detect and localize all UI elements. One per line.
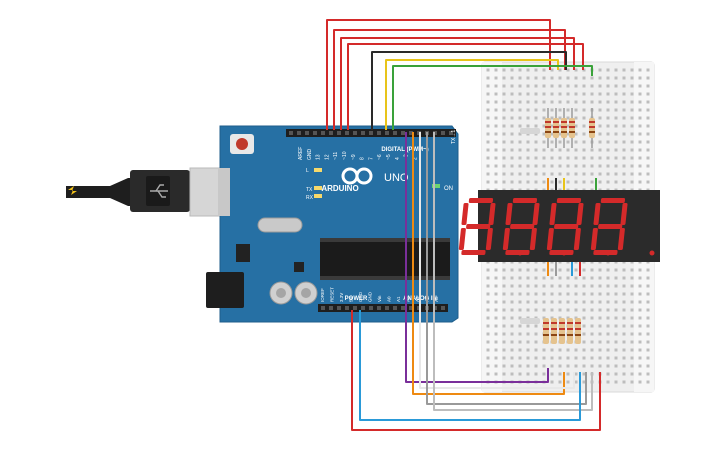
- arduino-uno-board[interactable]: ARDUINO UNO DIGITAL (PWM~) POWER ANALOG …: [206, 125, 459, 323]
- digital-pin-label: 12: [324, 154, 330, 160]
- analog-pin-label: 5V: [349, 296, 354, 302]
- resistor[interactable]: [561, 108, 567, 148]
- digital-pin-label: 4: [395, 157, 401, 160]
- digital-pin-label: 8: [360, 157, 366, 160]
- wire-red[interactable]: [340, 37, 575, 130]
- digit: [546, 198, 611, 256]
- digit: [458, 198, 523, 256]
- analog-pin-label: A2: [406, 296, 411, 302]
- resistor[interactable]: [567, 318, 573, 344]
- display-digits: [458, 198, 655, 256]
- digital-pin-label: 7: [368, 157, 374, 160]
- tx-led: [314, 186, 322, 190]
- rx-led: [314, 194, 322, 198]
- arduino-logo-icon: [341, 167, 373, 185]
- resistor[interactable]: [545, 108, 551, 148]
- analog-power-header[interactable]: [318, 304, 448, 312]
- analog-pin-label: GND: [368, 291, 373, 302]
- reset-button-cap[interactable]: [236, 138, 248, 150]
- wire-red[interactable]: [351, 310, 601, 431]
- arduino-brand: ARDUINO: [321, 184, 358, 193]
- atmega-chip: [320, 242, 450, 276]
- resistors-top[interactable]: [545, 108, 595, 148]
- wire-green[interactable]: [392, 65, 593, 130]
- digital-pin-label: ~5: [386, 154, 392, 160]
- usb-symbol-icon: [150, 184, 168, 198]
- analog-pin-label: GND: [358, 291, 363, 302]
- digital-pin-label: ~6: [377, 154, 383, 160]
- power-jack[interactable]: [206, 272, 244, 308]
- rx-label: RX: [306, 195, 314, 201]
- resistors-bottom[interactable]: [543, 318, 581, 344]
- resistor[interactable]: [575, 318, 581, 344]
- wire-gray[interactable]: [433, 132, 593, 411]
- power-label: POWER: [345, 296, 368, 302]
- resistor[interactable]: [559, 318, 565, 344]
- l-label: L: [306, 168, 309, 174]
- breadboard-notch: [520, 128, 540, 134]
- wire-orange[interactable]: [412, 132, 565, 395]
- digital-pin-label: 2: [412, 157, 418, 160]
- wire-white[interactable]: [419, 132, 575, 389]
- analog-pin-label: A0: [387, 296, 392, 302]
- voltage-regulator: [236, 244, 250, 262]
- wire-blue[interactable]: [359, 310, 581, 421]
- analog-pin-label: A5: [434, 296, 439, 302]
- usb-cable[interactable]: [66, 167, 231, 217]
- analog-pin-label: RESET: [330, 287, 335, 302]
- on-led: [432, 184, 440, 188]
- digit: [502, 198, 567, 256]
- analog-pin-label: 3.3V: [339, 293, 344, 302]
- analog-pin-label: Vin: [377, 295, 382, 302]
- wire-purple[interactable]: [405, 132, 549, 383]
- model-label: UNO: [384, 172, 409, 184]
- crystal-oscillator: [257, 217, 303, 233]
- bolt-icon: [68, 186, 77, 195]
- resistor[interactable]: [543, 318, 549, 344]
- wire-red[interactable]: [333, 29, 566, 130]
- resistor[interactable]: [589, 108, 595, 148]
- resistor[interactable]: [551, 318, 557, 344]
- digital-pin-label: ~9: [351, 154, 357, 160]
- digital-header-pins: [289, 131, 453, 135]
- tx-header-label: TX→1: [451, 130, 457, 144]
- digital-pin-label: GND: [307, 149, 313, 161]
- on-label: ON: [444, 186, 453, 192]
- resistor[interactable]: [553, 108, 559, 148]
- digital-pin-label: ~10: [342, 151, 348, 160]
- digit: [590, 198, 655, 256]
- small-chip: [294, 262, 304, 272]
- wire-red[interactable]: [347, 43, 584, 130]
- analog-pin-label: A1: [396, 296, 401, 302]
- digital-pin-label: 13: [316, 154, 322, 160]
- tx-label: TX: [306, 187, 313, 193]
- resistor[interactable]: [569, 108, 575, 148]
- wire-black[interactable]: [371, 51, 567, 130]
- digital-pin-label: ~11: [333, 152, 339, 160]
- analog-pin-label: A3: [415, 296, 420, 302]
- wire-gray[interactable]: [426, 132, 587, 405]
- wires[interactable]: [326, 19, 601, 431]
- digital-pin-label: AREF: [298, 147, 304, 160]
- breadboard-notch: [520, 318, 540, 324]
- analog-pin-label: IOREF: [320, 288, 325, 302]
- l-led: [314, 168, 322, 172]
- seven-segment-display[interactable]: [458, 190, 660, 262]
